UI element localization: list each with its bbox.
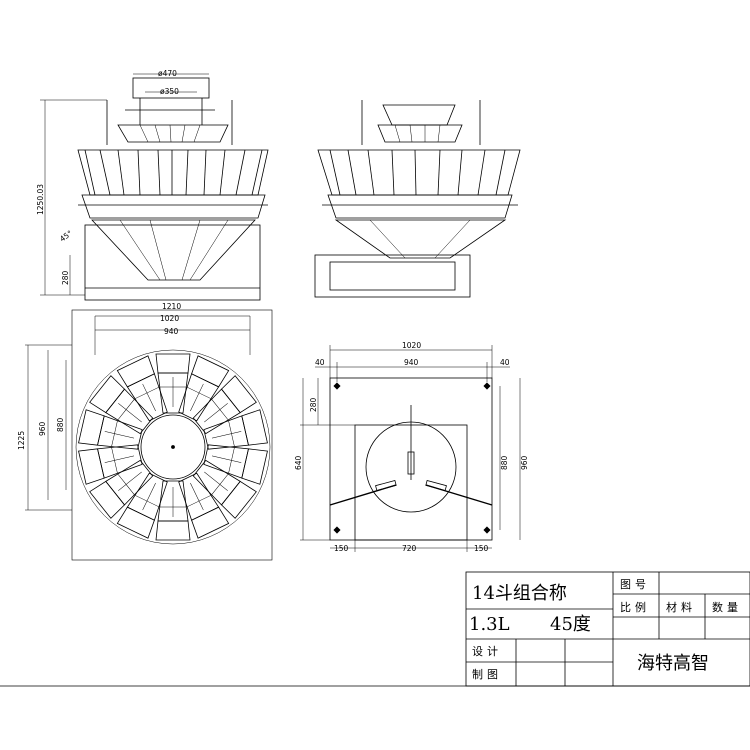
bucket xyxy=(155,480,191,541)
bucket xyxy=(89,459,154,519)
dim-top-w1020: 1020 xyxy=(160,314,179,323)
dim-total-height: 1250.03 xyxy=(36,184,45,215)
side-view xyxy=(314,100,521,298)
dim-base-right40: 40 xyxy=(500,358,510,367)
product-title: 14斗组合称 xyxy=(472,583,567,604)
drafter-label: 制图 xyxy=(472,668,502,681)
front-view: ø470 ø350 1250.03 280 45° xyxy=(36,69,269,301)
spec-volume: 1.3L xyxy=(469,614,510,635)
dim-base-w940: 940 xyxy=(404,358,419,367)
dim-base-h280: 280 xyxy=(309,397,318,412)
dim-base-h880: 880 xyxy=(500,455,509,470)
dim-top-w1210: 1210 xyxy=(162,302,181,311)
dim-base-h640: 640 xyxy=(294,455,303,470)
bucket xyxy=(155,353,191,414)
dim-base-b150-left: 150 xyxy=(334,544,349,553)
bucket xyxy=(78,409,143,450)
base-view: 1020 40 940 40 280 640 880 960 150 720 1… xyxy=(294,341,529,553)
drawing-no-label: 图号 xyxy=(620,578,650,591)
dim-base-h960: 960 xyxy=(520,455,529,470)
dim-top-h880: 880 xyxy=(56,417,65,432)
bucket xyxy=(203,444,268,485)
title-block: 14斗组合称 1.3L 45度 图号 比例 材料 数量 设计 制图 海特高智 xyxy=(0,571,750,687)
bucket xyxy=(178,355,230,422)
bucket xyxy=(116,472,168,539)
dim-top-inner-dia: ø350 xyxy=(160,87,179,96)
dim-base-b720: 720 xyxy=(402,544,417,553)
top-view: 1210 1020 940 1225 960 880 xyxy=(17,302,273,561)
dim-base-b150-right: 150 xyxy=(474,544,489,553)
bucket xyxy=(192,459,257,519)
bucket xyxy=(116,355,168,422)
bucket xyxy=(192,375,257,435)
bucket xyxy=(178,472,230,539)
spec-angle: 45度 xyxy=(550,614,591,635)
dim-base-w1020: 1020 xyxy=(402,341,421,350)
bucket xyxy=(78,444,143,485)
material-label: 材料 xyxy=(666,600,696,614)
dim-top-outer-dia: ø470 xyxy=(158,69,177,78)
dim-cone-angle: 45° xyxy=(58,228,74,243)
dim-top-h960: 960 xyxy=(38,421,47,436)
bucket xyxy=(203,409,268,450)
bucket xyxy=(89,375,154,435)
scale-label: 比例 xyxy=(620,600,650,614)
quantity-label: 数量 xyxy=(712,601,742,614)
dim-base-height: 280 xyxy=(61,270,70,285)
dim-top-w940: 940 xyxy=(164,327,179,336)
company-name: 海特高智 xyxy=(637,653,709,674)
designer-label: 设计 xyxy=(472,645,502,658)
dim-base-left40: 40 xyxy=(315,358,325,367)
dim-top-h1225: 1225 xyxy=(17,431,26,450)
